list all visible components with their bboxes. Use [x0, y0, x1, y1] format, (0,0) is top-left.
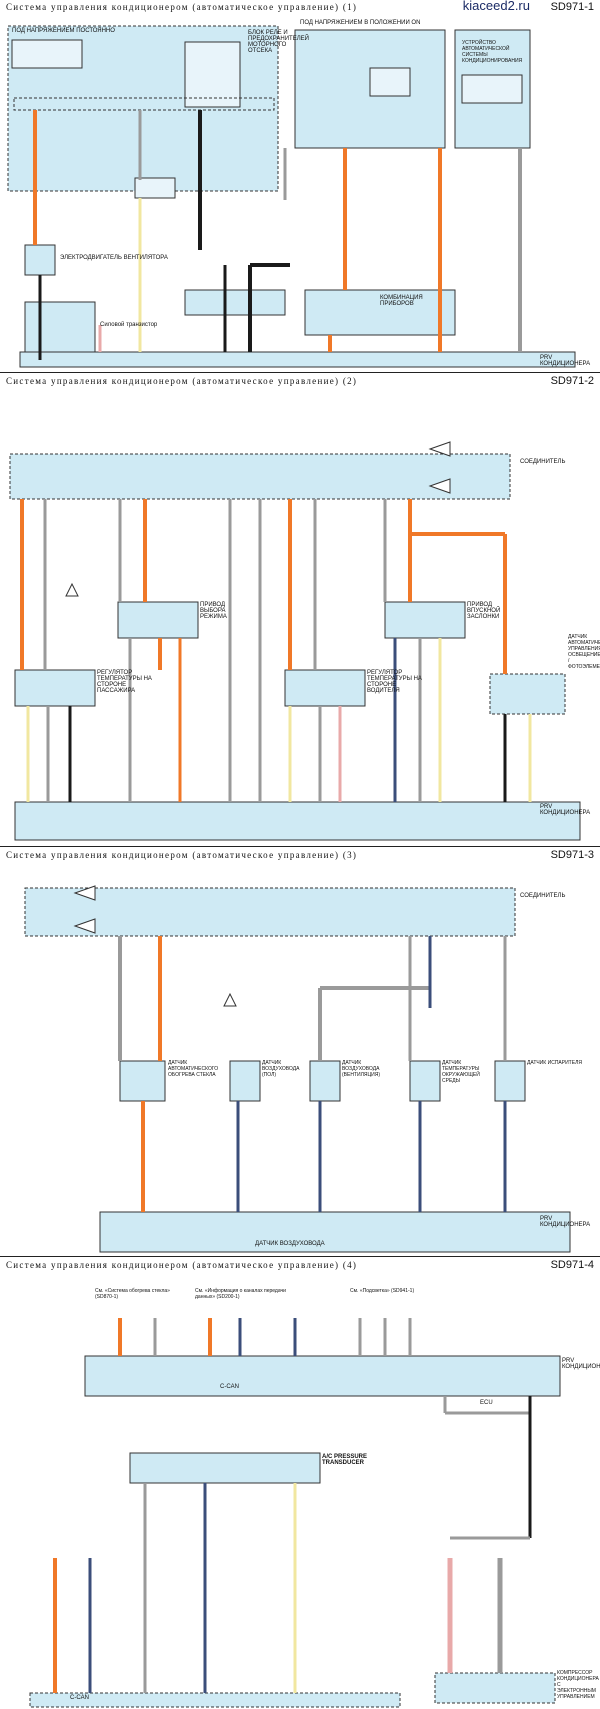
- ambient-sensor: [409, 1060, 441, 1102]
- section-title: Система управления кондиционером (автома…: [6, 850, 358, 860]
- floor-sensor-label: ДАТЧИК ВОЗДУХОВОДА (ПОЛ): [262, 1060, 300, 1078]
- section-title: Система управления кондиционером (автома…: [6, 1260, 358, 1270]
- relay-small: [134, 177, 176, 199]
- site-label: kiaceed2.ru: [462, 0, 530, 13]
- fuse-box-label: БЛОК РЕЛЕ И ПРЕДОХРАНИТЕЛЕЙ МОТОРНОГО ОТ…: [248, 30, 309, 54]
- intake-label: ПРИВОД ВПУСКНОЙ ЗАСЛОНКИ: [467, 602, 501, 620]
- defog-connector-arrow: [428, 441, 451, 457]
- diagram-section-1: Система управления кондиционером (автома…: [0, 0, 600, 370]
- mode-actuator-label: ПРИВОД ВЫБОРА РЕЖИМА: [200, 602, 227, 620]
- ref-illum: См. «Подсветка» (SD941-1): [350, 1288, 415, 1294]
- temp-drv-actuator: [284, 669, 366, 707]
- blower-motor: [24, 244, 56, 276]
- ambient-sensor-label: ДАТЧИК ТЕМПЕРАТУРЫ ОКРУЖАЮЩЕЙ СРЕДЫ: [442, 1060, 480, 1084]
- can-label: C-CAN: [220, 1384, 239, 1390]
- bottom-bus: [14, 801, 581, 841]
- mass-arrow: [73, 885, 96, 901]
- transistor-box: [24, 301, 96, 353]
- ref-can: См. «Информация о каналах передачи данны…: [195, 1288, 286, 1300]
- floor-sensor: [229, 1060, 261, 1102]
- defog-sensor: [119, 1060, 166, 1102]
- ground-box: [184, 289, 286, 316]
- ignition-inner: [369, 67, 411, 97]
- relay-block: [184, 41, 241, 108]
- section-title: Система управления кондиционером (автома…: [6, 376, 358, 386]
- section-header: Система управления кондиционером (автома…: [0, 0, 600, 16]
- connector-box: [24, 887, 516, 937]
- module-inner: [461, 74, 523, 104]
- module-label: УСТРОЙСТВО АВТОМАТИЧЕСКОЙ СИСТЕМЫ КОНДИЦ…: [462, 40, 523, 64]
- section-header: Система управления кондиционером (автома…: [0, 374, 600, 390]
- section-divider: [0, 372, 600, 373]
- bottom-center-label: ДАТЧИК ВОЗДУХОВОДА: [255, 1241, 325, 1247]
- right-ref: PRV КОНДИЦИОНЕРА: [540, 355, 591, 367]
- blower-label: ЭЛЕКТРОДВИГАТЕЛЬ ВЕНТИЛЯТОРА: [60, 255, 168, 261]
- bottom-bus: [19, 351, 576, 368]
- ecu-label: ECU: [480, 1400, 493, 1406]
- air-sensor-arrow: [65, 582, 79, 597]
- mass-arrow-2: [223, 992, 237, 1007]
- ecm-box: [29, 1692, 401, 1708]
- section-4-diagram: [29, 1318, 561, 1708]
- intake-actuator: [384, 601, 466, 639]
- sensor-connector-arrow: [428, 478, 451, 494]
- power-label: ПОД НАПРЯЖЕНИЕМ ПОСТОЯННО: [12, 28, 115, 34]
- pressure-transducer: [129, 1452, 321, 1484]
- defog-sensor-label: ДАТЧИК АВТОМАТИЧЕСКОГО ОБОГРЕВА СТЕКЛА: [168, 1060, 219, 1078]
- section-header: Система управления кондиционером (автома…: [0, 1258, 600, 1274]
- evap-sensor-label: ДАТЧИК ИСПАРИТЕЛЯ: [527, 1060, 582, 1066]
- section-code: SD971-3: [550, 849, 594, 861]
- section-header: Система управления кондиционером (автома…: [0, 848, 600, 864]
- section-code: SD971-2: [550, 375, 594, 387]
- temp-drv-label: РЕГУЛЯТОР ТЕМПЕРАТУРЫ НА СТОРОНЕ ВОДИТЕЛ…: [367, 670, 422, 694]
- connector-label: СОЕДИНИТЕЛЬ: [520, 459, 566, 465]
- diagram-section-4: Система управления кондиционером (автома…: [0, 1258, 600, 1709]
- section-2-diagram: [9, 441, 581, 841]
- diagram-section-3: Система управления кондиционером (автома…: [0, 848, 600, 1254]
- compressor-label: КОМПРЕССОР КОНДИЦИОНЕРА С ЭЛЕКТРОННЫМ УП…: [557, 1670, 599, 1700]
- diagram-section-2: Система управления кондиционером (автома…: [0, 374, 600, 844]
- vent-sensor: [309, 1060, 341, 1102]
- right-ref: PRV КОНДИЦИОНЕРА: [562, 1358, 600, 1370]
- top-bus: [84, 1355, 561, 1397]
- section-divider: [0, 846, 600, 847]
- ignition-label: ПОД НАПРЯЖЕНИЕМ В ПОЛОЖЕНИИ ON: [300, 20, 421, 26]
- ref-defog: См. «Система обогрева стекла» (SD870-1): [95, 1288, 170, 1300]
- connector-box: [9, 453, 511, 500]
- section-1-diagram: [7, 25, 576, 368]
- section-divider: [0, 1256, 600, 1257]
- section-title: Система управления кондиционером (автома…: [6, 2, 358, 12]
- right-ref: PRV КОНДИЦИОНЕРА: [540, 1216, 591, 1228]
- compressor-box: [434, 1672, 556, 1704]
- cluster-label: КОМБИНАЦИЯ ПРИБОРОВ: [380, 295, 423, 307]
- supply-arrow: [73, 918, 96, 934]
- photo-sensor: [489, 673, 566, 715]
- bus-line: [13, 97, 275, 111]
- connector-label: СОЕДИНИТЕЛЬ: [520, 893, 566, 899]
- cluster-box: [304, 289, 456, 336]
- vent-sensor-label: ДАТЧИК ВОЗДУХОВОДА (ВЕНТИЛЯЦИЯ): [342, 1060, 381, 1078]
- section-code: SD971-4: [550, 1259, 594, 1271]
- temp-pass-label: РЕГУЛЯТОР ТЕМПЕРАТУРЫ НА СТОРОНЕ ПАССАЖИ…: [97, 670, 152, 694]
- pressure-label: A/C PRESSURE TRANSDUCER: [322, 1454, 368, 1466]
- photo-label: ДАТЧИК АВТОМАТИЧЕСКОГО УПРАВЛЕНИЯ ОСВЕЩЕ…: [568, 634, 600, 670]
- transistor-label: Силовой транзистор: [100, 322, 158, 328]
- bottom-bus: [99, 1211, 571, 1253]
- section-3-diagram: [24, 885, 571, 1253]
- right-ref: PRV КОНДИЦИОНЕРА: [540, 804, 591, 816]
- section-code: SD971-1: [550, 1, 594, 13]
- evap-sensor: [494, 1060, 526, 1102]
- mode-actuator: [117, 601, 199, 639]
- bottom-can: C-CAN: [70, 1695, 89, 1701]
- temp-pass-actuator: [14, 669, 96, 707]
- fuse-block: [11, 39, 83, 69]
